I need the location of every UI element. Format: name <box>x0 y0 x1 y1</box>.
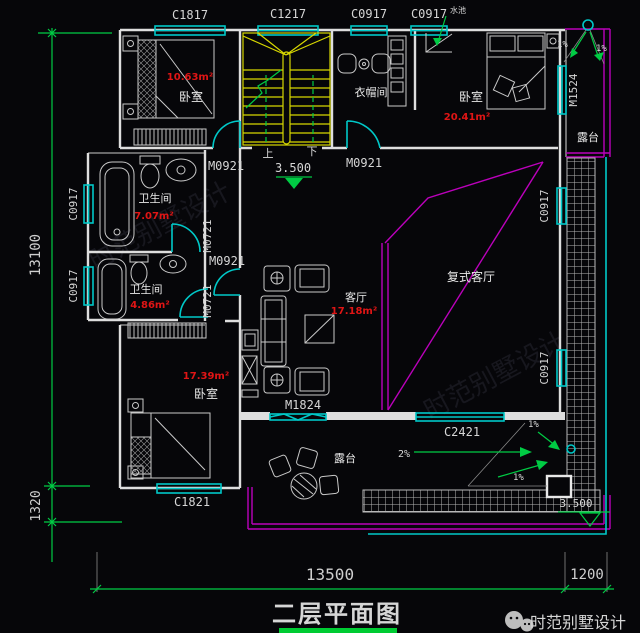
window-c2421: C2421 <box>415 412 505 439</box>
room-name: 衣帽间 <box>355 85 388 99</box>
roof-drain <box>582 19 594 31</box>
slope-label: 2% <box>398 449 410 460</box>
window-label: C1821 <box>174 495 210 509</box>
wardrobe-bottom-left <box>127 322 207 339</box>
cloakroom-fixtures <box>337 35 407 107</box>
window-c1817: C1817 <box>154 8 226 36</box>
title-block: 二层平面图 时范别墅设计 <box>272 600 626 633</box>
bathroom1-fixtures <box>99 155 197 247</box>
window-c0917-left1: C0917 <box>67 184 94 224</box>
room-name: 复式客厅 <box>447 269 495 284</box>
bathroom2-fixtures <box>97 254 187 320</box>
roof-edge-line <box>368 157 607 535</box>
room-name: 卧室 <box>459 89 483 104</box>
door-label: M0721 <box>201 284 214 317</box>
window-label: C0917 <box>67 187 80 220</box>
slope-label: 1% <box>513 473 524 483</box>
door-label: M0921 <box>346 156 382 170</box>
level-terrace: 3.500 <box>559 497 592 510</box>
room-name: 露台 <box>334 451 356 465</box>
void-outline <box>381 161 544 411</box>
sink-note: 水池 <box>450 5 466 15</box>
window-label: C1217 <box>270 7 306 21</box>
room-labels: 10.63m² 卧室 衣帽间 卧室 20.41m² 卫生间 7.07m² 卫生间… <box>130 72 600 465</box>
terrace-furniture <box>268 447 340 500</box>
window-label: C0917 <box>411 7 447 21</box>
area-label: 20.41m² <box>444 112 490 123</box>
living-room-furniture <box>241 264 335 398</box>
window-label: C0917 <box>538 189 551 222</box>
windows: C1817 C1217 C0917 C0917 C0917 C0917 C091… <box>67 7 567 509</box>
window-c0917-right1: C0917 <box>538 187 567 225</box>
area-label: 17.39m² <box>183 371 229 382</box>
window-c0917-top1: C0917 <box>350 7 388 36</box>
brand-name: 时范别墅设计 <box>530 613 626 632</box>
staircase: 上 下 3.500 <box>242 32 331 189</box>
bed-top-right <box>486 32 560 110</box>
window-label: C0917 <box>351 7 387 21</box>
railing-bottom <box>362 489 601 513</box>
stair-down-label: 下 <box>307 145 318 158</box>
door-label: M1524 <box>567 73 580 106</box>
drawing-title: 二层平面图 <box>272 600 402 628</box>
dim-left-sub: 1320 <box>29 490 44 521</box>
window-c0917-left2: C0917 <box>67 266 94 306</box>
door-bath2: M0721 <box>179 284 214 318</box>
room-name: 客厅 <box>345 290 367 304</box>
slope-label: 1% <box>596 44 607 54</box>
dim-bottom-sub: 1200 <box>570 567 604 583</box>
room-name: 卫生间 <box>130 282 163 296</box>
area-label: 10.63m² <box>167 72 213 83</box>
room-name: 露台 <box>577 130 599 144</box>
terraces: 1% 1% 2% 1% 1% 3.500 <box>247 19 611 535</box>
window-c1217: C1217 <box>257 7 319 36</box>
wechat-icon <box>505 611 534 632</box>
door-cloakroom: M0921 <box>346 120 382 170</box>
window-label: C0917 <box>538 351 551 384</box>
door-balcony-m1824: M1824 <box>269 398 327 421</box>
window-c0917-right2: C0917 <box>538 349 567 387</box>
wardrobe-top-left <box>133 128 207 146</box>
floor-drain <box>545 474 573 499</box>
bed-top-left <box>122 35 215 120</box>
slope-label: 1% <box>528 420 539 430</box>
door-terrace-m1524: M1524 <box>557 65 580 115</box>
railing-right <box>566 157 596 513</box>
window-label: C2421 <box>444 425 480 439</box>
room-name: 卫生间 <box>139 191 172 205</box>
door-bedroom-tl: M0921 <box>208 120 244 173</box>
door-label: M0921 <box>209 254 245 268</box>
bed-bottom-left <box>127 322 211 480</box>
corner-sink: 水池 <box>425 5 466 53</box>
doors: M0921 M0921 M0921 M0721 M0721 M1524 M1 <box>171 65 580 421</box>
dim-bottom-main: 13500 <box>306 565 354 584</box>
window-c1821: C1821 <box>156 483 222 509</box>
window-label: C0917 <box>67 269 80 302</box>
room-name: 卧室 <box>179 89 203 104</box>
dimension-lines: 13100 1320 13500 1200 <box>28 28 614 594</box>
door-label: M0921 <box>208 159 244 173</box>
area-label: 7.07m² <box>134 211 173 222</box>
door-label: M1824 <box>285 398 321 412</box>
door-label: M0721 <box>201 219 214 252</box>
door-bath1: M0721 <box>171 219 214 253</box>
title-underline <box>279 628 397 633</box>
area-label: 4.86m² <box>130 300 169 311</box>
area-label: 17.18m² <box>331 306 377 317</box>
window-label: C1817 <box>172 8 208 22</box>
dim-left-main: 13100 <box>28 234 44 276</box>
slope-label: 1% <box>557 40 568 50</box>
downpipe <box>566 444 576 454</box>
stair-up-label: 上 <box>263 147 274 160</box>
level-stair: 3.500 <box>275 161 311 175</box>
room-name: 卧室 <box>194 386 218 401</box>
door-living-hall: M0921 <box>209 254 245 296</box>
furniture: 水池 <box>97 5 560 500</box>
